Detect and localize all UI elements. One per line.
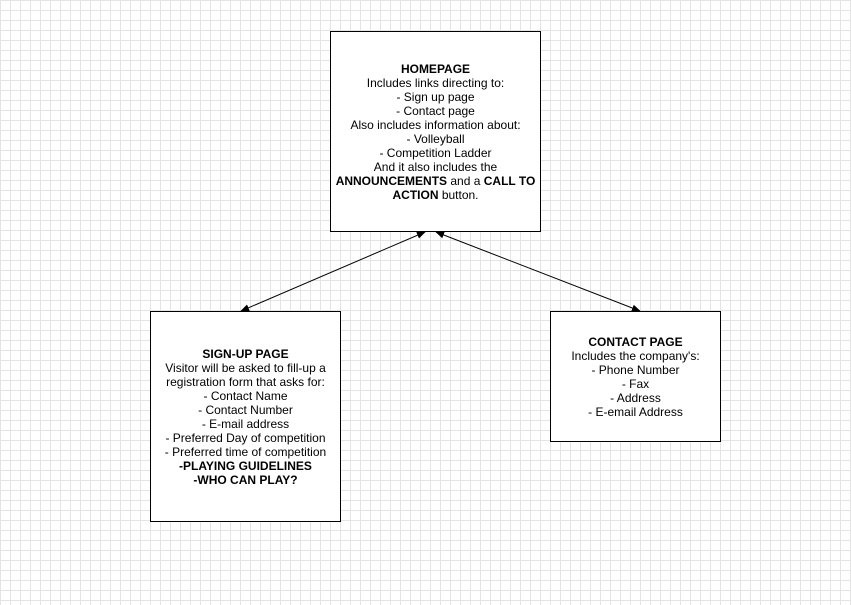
homepage-box: HOMEPAGE Includes links directing to: - … <box>330 31 541 232</box>
homepage-line-announcements: ANNOUNCEMENTS and a CALL TO <box>336 174 536 188</box>
signup-box: SIGN-UP PAGE Visitor will be asked to fi… <box>150 311 341 522</box>
signup-line-guidelines: -PLAYING GUIDELINES <box>179 458 312 473</box>
signup-line: - Contact Number <box>198 402 293 417</box>
call-to-text: CALL TO <box>483 173 536 188</box>
edge-homepage-signup <box>240 231 426 312</box>
signup-line: Visitor will be asked to fill-up a <box>165 360 326 375</box>
homepage-line: - Sign up page <box>396 89 475 104</box>
contact-line: - Fax <box>621 376 650 391</box>
contact-line: - Address <box>610 390 661 405</box>
and-a-text: and a <box>447 173 484 188</box>
contact-line: - E-email Address <box>588 404 683 419</box>
contact-line: - Phone Number <box>591 362 680 377</box>
contact-line: Includes the company's: <box>571 348 700 363</box>
homepage-line: Includes links directing to: <box>366 75 505 90</box>
button-text: button. <box>438 187 479 202</box>
homepage-line: And it also includes the <box>373 159 498 174</box>
contact-title: CONTACT PAGE <box>588 334 683 349</box>
homepage-line: Also includes information about: <box>350 117 521 132</box>
signup-title: SIGN-UP PAGE <box>202 346 289 361</box>
homepage-line: - Volleyball <box>406 131 465 146</box>
signup-line: - Preferred Day of competition <box>165 430 326 445</box>
edge-homepage-contact <box>435 231 641 312</box>
signup-line: - Preferred time of competition <box>164 444 327 459</box>
homepage-line: - Contact page <box>396 103 475 118</box>
signup-line: - Contact Name <box>203 388 288 403</box>
homepage-line: - Competition Ladder <box>379 145 492 160</box>
contact-box: CONTACT PAGE Includes the company's: - P… <box>550 311 721 442</box>
action-text: ACTION <box>392 187 439 202</box>
signup-line: registration form that asks for: <box>166 374 325 389</box>
homepage-line-action: ACTION button. <box>392 188 478 202</box>
signup-line: - E-mail address <box>201 416 290 431</box>
homepage-title: HOMEPAGE <box>400 61 471 76</box>
signup-line-who-can-play: -WHO CAN PLAY? <box>193 472 298 487</box>
announcements-text: ANNOUNCEMENTS <box>335 173 448 188</box>
